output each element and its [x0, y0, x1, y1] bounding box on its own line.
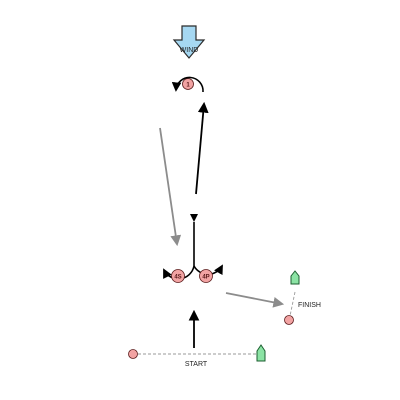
start-label: START [185, 361, 208, 368]
windward-mark-label: 1 [186, 83, 190, 89]
start-boat-icon [256, 344, 266, 362]
finish-boat-icon [290, 270, 300, 285]
start-pin-mark [128, 349, 138, 359]
windward-mark-group: 1 [171, 76, 204, 93]
windward-rounding-arrow [171, 76, 204, 93]
windward-mark [182, 78, 194, 90]
finish-label: FINISH [298, 302, 321, 309]
downwind-leg-arrow [159, 127, 182, 247]
start-line-group: START [128, 344, 266, 368]
gate-port-mark [199, 269, 213, 283]
gate-entry-marker [190, 214, 198, 222]
gate-starboard-mark [171, 269, 185, 283]
wind-arrow-icon [172, 25, 206, 59]
wind-label: WIND [180, 47, 199, 54]
finish-pin-mark [284, 315, 294, 325]
finish-line-group: FINISH [284, 270, 321, 325]
upwind-leg-arrow [195, 101, 209, 195]
gate-starboard-label: 4S [174, 275, 181, 281]
leeward-gate: 4S 4P [163, 214, 223, 283]
finish-leg-arrow [225, 292, 285, 308]
wind-indicator: WIND [172, 25, 206, 59]
gate-port-label: 4P [202, 275, 209, 281]
finish-line [289, 291, 296, 317]
